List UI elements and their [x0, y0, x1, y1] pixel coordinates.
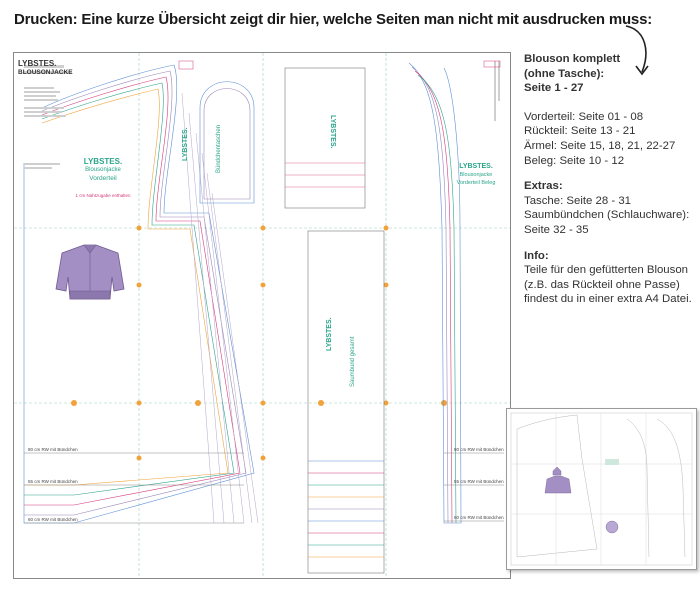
- facing-brand: LYBSTES.: [459, 163, 493, 170]
- hem-brand: LYBSTES.: [326, 317, 333, 351]
- pocket-brand: LYBSTES.: [182, 127, 189, 161]
- front-note: 1 cm Nahtzugabe enthalten: [75, 193, 131, 198]
- pattern-layout: [14, 53, 510, 578]
- hem-length-right-3: 60 cm RW mit Bündchen: [454, 515, 504, 520]
- info-title: Info:: [524, 249, 549, 262]
- back-brand: LYBSTES.: [329, 115, 336, 149]
- complete-subtitle: (ohne Tasche):: [524, 67, 605, 80]
- front-brand: LYBSTES.: [83, 157, 123, 166]
- part-pages-back: Rückteil: Seite 13 - 21: [524, 125, 636, 138]
- page-heading: Drucken: Eine kurze Übersicht zeigt dir …: [14, 11, 653, 28]
- hem-part: Saumbund gesamt: [350, 336, 356, 387]
- hem-length-2: 55 cm RW mit Bündchen: [28, 479, 78, 484]
- pattern-overview-sheet: LYBSTES. BLOUSONJACKE LYBSTES. Blousonja…: [13, 52, 511, 579]
- curved-arrow-icon: [625, 25, 649, 76]
- part-pages-front: Vorderteil: Seite 01 - 08: [524, 110, 644, 123]
- hem-length-3: 60 cm RW mit Bündchen: [28, 517, 78, 522]
- print-preview-thumbnail: [506, 408, 697, 570]
- extras-pocket: Tasche: Seite 28 - 31: [524, 194, 632, 207]
- jacket-illustration: [55, 244, 125, 300]
- extras-title: Extras:: [524, 180, 563, 193]
- facing-part: Vorderteil Beleg: [456, 180, 496, 186]
- part-pages-sleeve: Ärmel: Seite 15, 18, 21, 22-27: [524, 139, 676, 152]
- extras-hem-band: Saumbündchen (Schlauchware):: [524, 209, 690, 222]
- facing-label: Blousonjacke: [459, 172, 493, 178]
- info-line-3: findest du in einer extra A4 Datei.: [524, 293, 692, 306]
- front-part: Vorderteil: [89, 175, 117, 182]
- complete-title: Blouson komplett: [524, 53, 621, 65]
- info-line-2: (z.B. das Rückteil ohne Passe): [524, 278, 680, 291]
- extras-hem-pages: Seite 32 - 35: [524, 223, 589, 236]
- info-line-1: Teile für den gefütterten Blouson: [524, 264, 689, 277]
- part-pages-facing: Beleg: Seite 10 - 12: [524, 154, 625, 167]
- front-label: Blousonjacke: [85, 167, 121, 173]
- pattern-brand: LYBSTES.: [18, 59, 57, 68]
- preview-pattern: [510, 412, 693, 566]
- pocket-part: Bündchentaschen: [216, 124, 222, 173]
- pattern-title: BLOUSONJACKE: [18, 69, 73, 76]
- complete-pages: Seite 1 - 27: [524, 82, 584, 95]
- hem-length-right-2: 55 cm RW mit Bündchen: [454, 479, 504, 484]
- hem-length-right-1: 80 cm RW mit Bündchen: [454, 447, 504, 452]
- print-info-panel: Blouson komplett (ohne Tasche): Seite 1 …: [524, 52, 696, 307]
- hem-length-1: 80 cm RW mit Bündchen: [28, 447, 78, 452]
